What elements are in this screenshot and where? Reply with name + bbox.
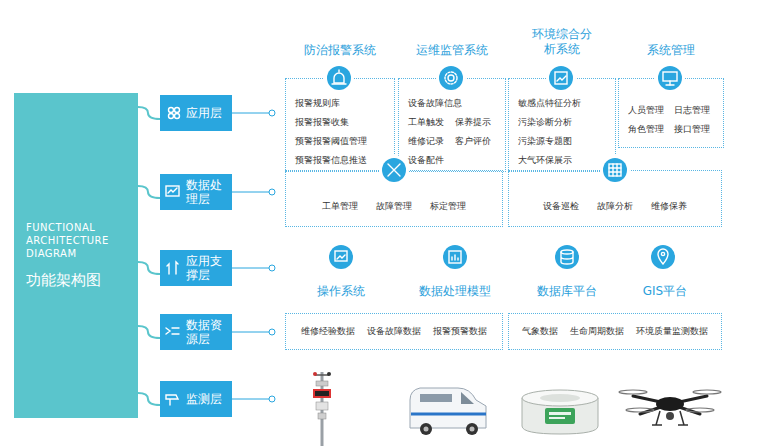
layer-label: 数据处理层 — [160, 174, 232, 210]
system-title: 防治报警系统 — [286, 43, 394, 58]
function-item: 污染源专题图 — [518, 135, 612, 149]
function-item: 报警报警收集 — [295, 116, 391, 130]
function-item: 生命周期数据 — [570, 325, 624, 339]
function-item: 设备巡检 — [543, 200, 579, 214]
layer-name: 监测层 — [186, 392, 224, 406]
function-item: 日志管理 — [674, 104, 720, 118]
layer-label: 应用支撑层 — [160, 250, 232, 286]
function-item: 预警报警阈值管理 — [295, 135, 391, 149]
layer-name: 数据资源层 — [186, 318, 224, 346]
function-item: 设备故障数据 — [367, 325, 421, 339]
function-item: 标定管理 — [430, 200, 466, 214]
layer-name: 应用支撑层 — [186, 254, 224, 282]
function-item: 大气环保展示 — [518, 154, 612, 168]
platform-label: 数据库平台 — [537, 284, 597, 298]
system-title: 系统管理 — [619, 43, 723, 58]
platform-label: 数据处理模型 — [419, 284, 491, 298]
function-item: 敏感点特征分析 — [518, 97, 612, 111]
function-item: 气象数据 — [522, 325, 558, 339]
layer-label: 数据资源层 — [160, 314, 232, 350]
function-item: 接口管理 — [674, 123, 720, 137]
function-item: 客户评价 — [455, 135, 502, 149]
function-item: 污染诊断分析 — [518, 116, 612, 130]
function-item: 工单管理 — [322, 200, 358, 214]
resource-box: 维修经验数据设备故障数据报警预警数据 — [285, 313, 503, 350]
item-row: 气象数据生命周期数据环境质量监测数据 — [509, 325, 721, 344]
platform-label: 操作系统 — [317, 284, 365, 298]
function-item: 角色管理 — [628, 123, 674, 137]
function-item: 故障分析 — [597, 200, 633, 214]
function-item: 维修记录 — [408, 135, 455, 149]
title-panel: FUNCTIONAL ARCHITECTURE DIAGRAM 功能架构图 — [14, 93, 138, 418]
panel-title-cn: 功能架构图 — [26, 271, 132, 289]
resource-box: 气象数据生命周期数据环境质量监测数据 — [508, 313, 722, 350]
function-item: 预警报警信息推送 — [295, 154, 391, 168]
panel-title-en: FUNCTIONAL ARCHITECTURE DIAGRAM — [26, 221, 132, 260]
function-item: 保养提示 — [455, 116, 502, 130]
function-item: 工单触发 — [408, 116, 455, 130]
item-row: 工单管理 故障管理 标定管理 — [286, 200, 502, 219]
function-item: 环境质量监测数据 — [636, 325, 708, 339]
item-list: 人员管理日志管理角色管理接口管理 — [628, 104, 723, 142]
layer-name: 应用层 — [186, 106, 224, 120]
function-item: 维修保养 — [651, 200, 687, 214]
layer-name: 数据处理层 — [186, 178, 224, 206]
item-list: 敏感点特征分析污染诊断分析污染源专题图大气环保展示 — [518, 97, 615, 173]
item-list: 设备故障信息工单触发保养提示维修记录客户评价设备配件 — [408, 97, 505, 173]
function-item: 报警规则库 — [295, 97, 391, 111]
function-item: 故障管理 — [376, 200, 412, 214]
system-title: 环境综合分析系统 — [532, 27, 592, 57]
item-list: 报警规则库报警报警收集预警报警阈值管理预警报警信息推送 — [295, 97, 394, 173]
item-row: 设备巡检 故障分析 维修保养 — [509, 200, 721, 219]
function-item: 报警预警数据 — [433, 325, 487, 339]
function-item: 设备配件 — [408, 154, 502, 168]
item-row: 维修经验数据设备故障数据报警预警数据 — [286, 325, 502, 344]
function-item: 人员管理 — [628, 104, 674, 118]
function-item: 维修经验数据 — [301, 325, 355, 339]
system-title: 运维监管系统 — [399, 43, 505, 58]
platform-label: GIS平台 — [643, 284, 687, 298]
function-item: 设备故障信息 — [408, 97, 502, 111]
